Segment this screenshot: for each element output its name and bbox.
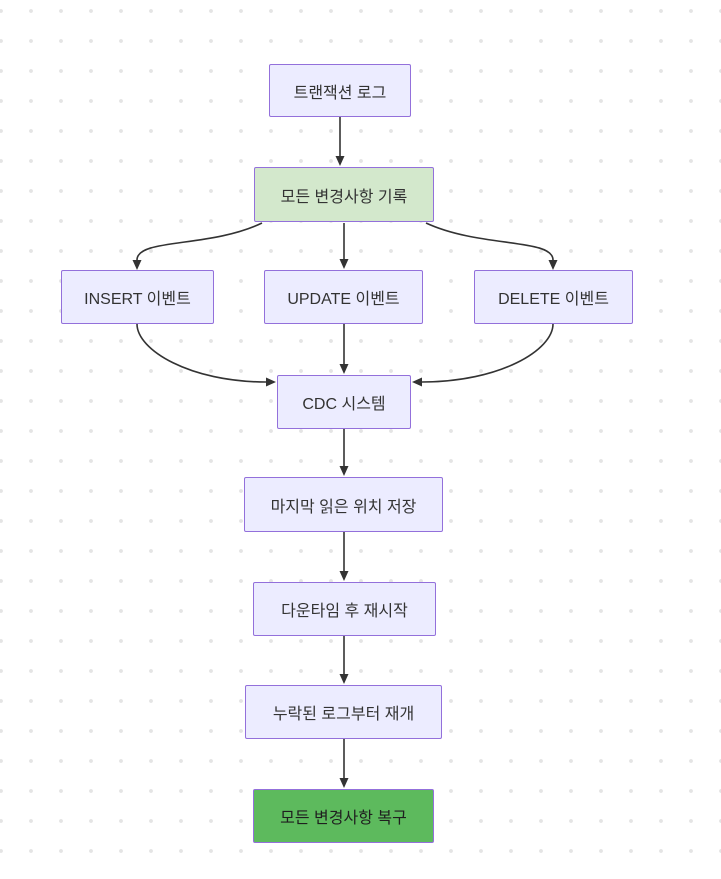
arrowhead-record-to-delete [548, 260, 558, 270]
node-cdc-system: CDC 시스템 [277, 375, 411, 429]
arrowhead-cdc-to-save [339, 466, 349, 476]
node-recover-all-changes: 모든 변경사항 복구 [253, 789, 434, 843]
edge-insert-to-cdc [136, 323, 267, 383]
arrowhead-record-to-insert [132, 260, 142, 270]
node-resume-from-missed-logs: 누락된 로그부터 재개 [245, 685, 442, 739]
node-update-event: UPDATE 이벤트 [264, 270, 423, 324]
arrowhead-resume-to-recover [339, 778, 349, 788]
node-insert-event: INSERT 이벤트 [61, 270, 214, 324]
arrowhead-translog-to-record [335, 156, 345, 166]
edge-delete-to-cdc [421, 323, 554, 383]
arrowhead-save-to-restart [339, 571, 349, 581]
arrowhead-delete-to-cdc [412, 377, 422, 387]
node-record-all-changes: 모든 변경사항 기록 [254, 167, 434, 222]
arrowhead-restart-to-resume [339, 674, 349, 684]
edge-record-to-delete [425, 222, 554, 261]
node-transaction-log: 트랜잭션 로그 [269, 64, 411, 117]
arrowhead-update-to-cdc [339, 364, 349, 374]
node-restart-after-downtime: 다운타임 후 재시작 [253, 582, 436, 636]
edge-record-to-insert [136, 222, 263, 261]
node-delete-event: DELETE 이벤트 [474, 270, 633, 324]
node-save-last-read-position: 마지막 읽은 위치 저장 [244, 477, 443, 532]
arrowhead-insert-to-cdc [266, 377, 276, 387]
arrowhead-record-to-update [339, 259, 349, 269]
